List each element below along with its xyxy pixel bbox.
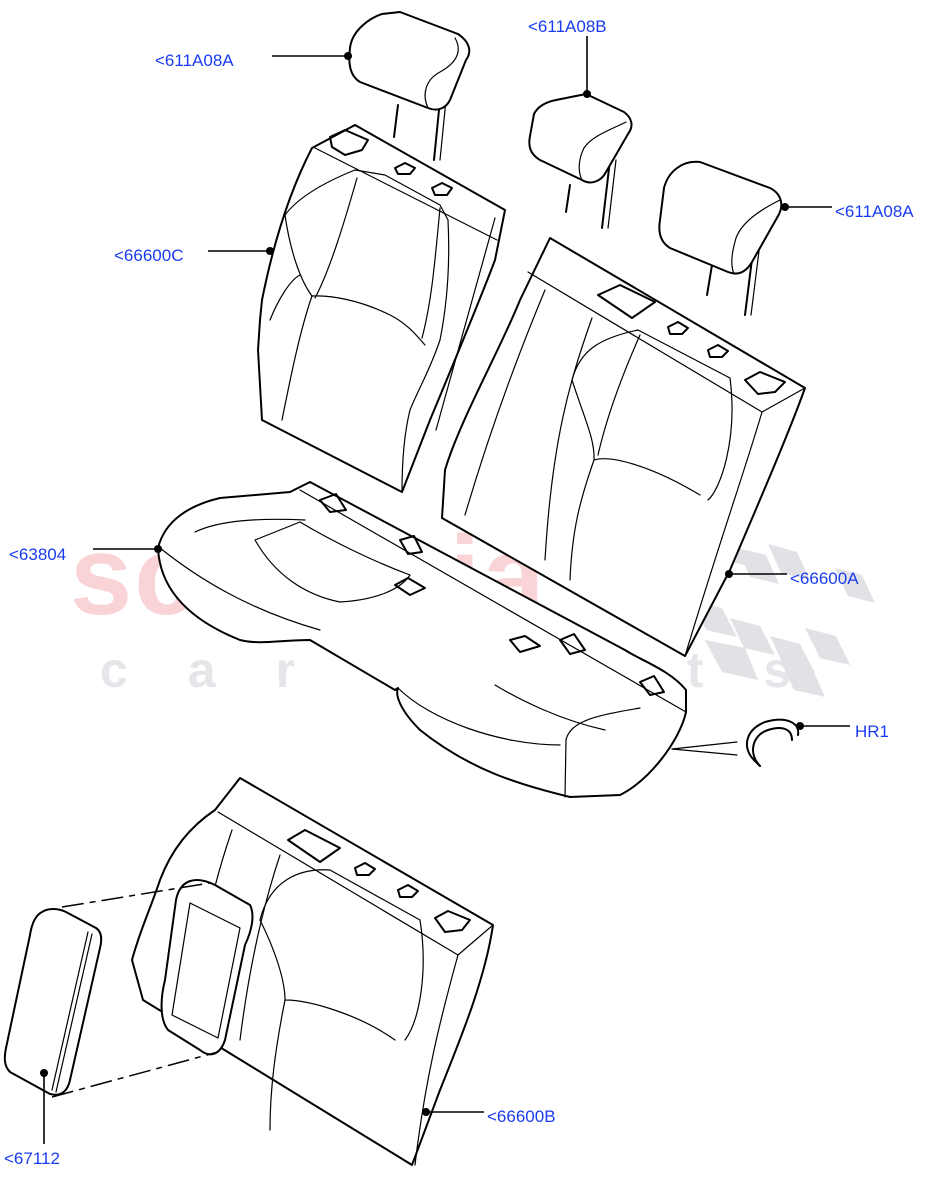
callout-66600a[interactable]: <66600A — [790, 569, 859, 588]
callout-66600c[interactable]: <66600C — [114, 246, 184, 265]
armrest-drawing — [3, 882, 219, 1098]
seatback-right-drawing — [441, 237, 806, 657]
callout-67112[interactable]: <67112 — [4, 1149, 60, 1168]
cushion-drawing — [157, 481, 687, 798]
callout-611a08a-left[interactable]: <611A08A — [155, 51, 234, 70]
headrest-center-drawing — [528, 93, 633, 229]
callout-63804[interactable]: <63804 — [9, 545, 67, 564]
hog-ring-drawing — [671, 718, 800, 767]
headrest-right-drawing — [658, 160, 783, 316]
callout-hr1[interactable]: HR1 — [855, 722, 890, 741]
callout-66600b[interactable]: <66600B — [487, 1107, 556, 1126]
callout-leaders — [40, 36, 850, 1144]
seatback-left-drawing — [257, 124, 506, 493]
headrest-left-drawing — [348, 11, 471, 161]
callout-611a08a-right[interactable]: <611A08A — [835, 202, 914, 221]
seatback-center-drawing — [131, 777, 494, 1166]
callout-611a08b[interactable]: <611A08B — [528, 17, 607, 36]
